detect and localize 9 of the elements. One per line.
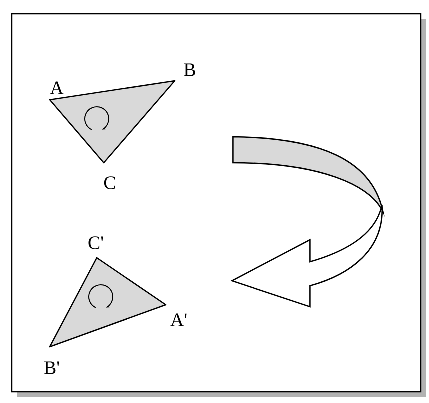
- vertex-label: A': [170, 314, 187, 326]
- vertex-label: B: [184, 64, 196, 76]
- vertex-label: C: [104, 176, 116, 190]
- triangle: [49, 257, 167, 348]
- vertex-label: C': [88, 236, 104, 250]
- curved-arrow: [232, 136, 384, 308]
- vertex-label: A: [50, 82, 64, 94]
- vertex-label: B': [44, 362, 60, 374]
- triangle: [49, 80, 176, 164]
